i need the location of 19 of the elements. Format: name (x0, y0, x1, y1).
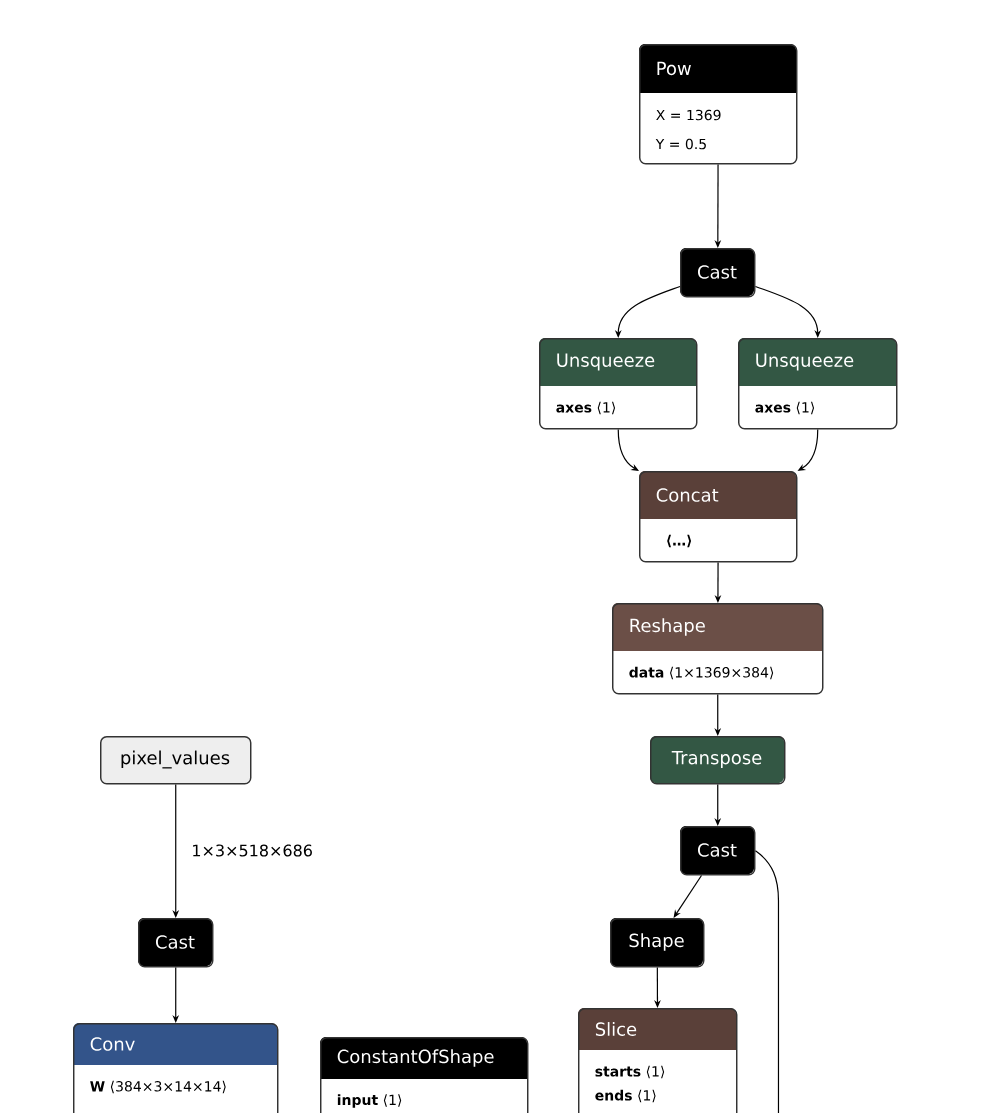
edge-label: 1×3×518×686 (190, 843, 315, 858)
operator-box: Transpose (650, 736, 786, 785)
arrow (654, 966, 661, 1008)
arrow (673, 874, 703, 918)
operator-box: Reshape data ⟨1×1369×384⟩ (612, 603, 824, 695)
operator-box: Shape (610, 918, 705, 968)
operator-box: pixel_values (100, 736, 252, 785)
operator-box: Slice starts ⟨1⟩ ends ⟨1⟩ (578, 1008, 738, 1113)
operator-box: ConstantOfShape input ⟨1⟩ (320, 1037, 529, 1113)
operator-box: Pow X = 1369 Y = 0.5 (639, 44, 798, 165)
operator-box: Cast (680, 248, 756, 298)
arrow (754, 285, 822, 338)
operator-box: Cast (680, 826, 756, 876)
operator-box: Conv W ⟨384×3×14×14⟩ (73, 1023, 279, 1113)
operator-box: Unsqueeze axes ⟨1⟩ (738, 338, 898, 430)
operator-box: Concat ⟨…⟩ (639, 471, 798, 563)
operator-box: Cast (138, 918, 214, 968)
operator-box: Unsqueeze axes ⟨1⟩ (539, 338, 698, 430)
arrow (617, 428, 639, 471)
